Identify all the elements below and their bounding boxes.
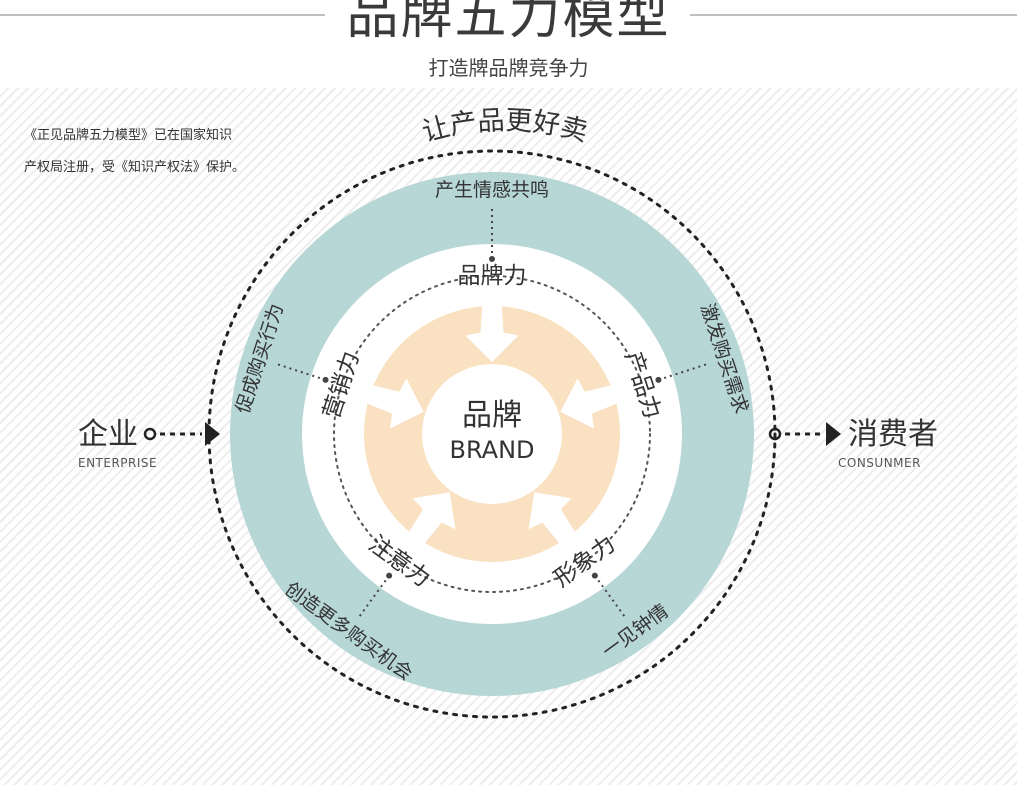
arrow-product [560,378,619,429]
connector-dot-image [591,572,598,579]
arrow-attention [408,492,456,545]
force-connectors [276,208,708,618]
connector-dot-brand [489,256,495,262]
force-arrows [365,304,619,545]
connector-attention [358,574,390,618]
header: 品牌五力模型 打造牌品牌竞争力 [0,0,1017,88]
center-label-en: BRAND [449,436,534,464]
center-label-cn: 品牌 [462,398,522,433]
connector-product [658,363,708,381]
title-rule-right [690,14,1017,16]
connector-marketing [276,363,326,381]
left-connector-node [143,427,157,441]
page-subtitle: 打造牌品牌竞争力 [428,56,589,80]
outer-label: 让产品更好卖 [419,105,591,148]
inner-dotted-ring [333,275,651,593]
connector-image [594,574,626,618]
left-connector [143,422,220,446]
copyright-note-line-1: 《正见品牌五力模型》已在国家知识 [24,128,233,143]
consumer-sublabel: CONSUNMER [838,456,921,470]
title-rule-left [0,14,325,16]
page-title: 品牌五力模型 [346,0,671,46]
enterprise-label: 企业 [78,417,138,452]
right-connector [768,422,841,446]
center-disc [422,364,562,504]
connector-dot-attention [386,572,393,579]
consumer-label: 消费者 [848,417,938,452]
right-arrow-icon [826,422,841,446]
left-arrow-icon [205,422,220,446]
right-connector-node [768,427,782,441]
force-name-brand: 品牌力 [458,263,527,289]
arrow-marketing [365,378,424,429]
connector-dot-product [655,376,662,383]
force-effect-brand: 产生情感共鸣 [435,179,549,201]
enterprise-sublabel: ENTERPRISE [78,456,158,470]
connector-dot-marketing [322,376,329,383]
arrow-image [528,492,576,545]
copyright-note: 《正见品牌五力模型》已在国家知识 产权局注册，受《知识产权法》保护。 [24,120,324,184]
copyright-note-line-2: 产权局注册，受《知识产权法》保护。 [24,160,246,175]
arrow-brand [465,304,519,362]
